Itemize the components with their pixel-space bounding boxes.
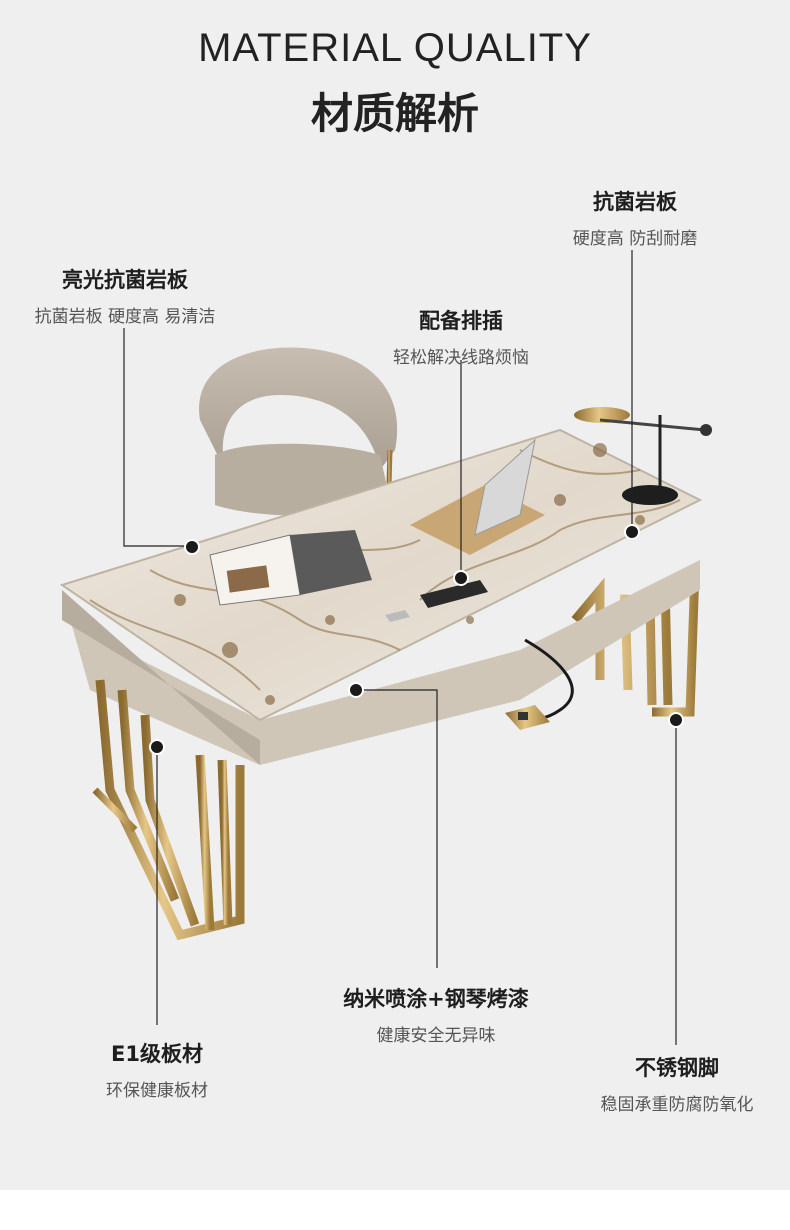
marker-glossy-slate [184, 539, 200, 555]
back-legs [571, 569, 700, 717]
callout-title: E1级板材 [111, 1042, 203, 1066]
callout-subtitle: 抗菌岩板 硬度高 易清洁 [34, 307, 216, 327]
callout-title: 不锈钢脚 [635, 1056, 719, 1080]
desk-power-strip [385, 580, 488, 622]
bottom-strip [0, 1190, 790, 1230]
marker-dots [149, 524, 684, 755]
desk-apron [62, 560, 700, 765]
callout-subtitle: 健康安全无异味 [376, 1026, 496, 1046]
callout-subtitle: 环保健康板材 [106, 1081, 208, 1101]
marker-board [149, 739, 165, 755]
callout-subtitle: 硬度高 防刮耐磨 [572, 229, 698, 249]
callout-subtitle: 轻松解决线路烦恼 [393, 348, 529, 368]
marker-slate-top [624, 524, 640, 540]
marker-power-strip [453, 570, 469, 586]
title-chinese: 材质解析 [310, 89, 479, 138]
callout-title: 亮光抗菌岩板 [62, 268, 188, 292]
callout-power-strip: 配备排插 轻松解决线路烦恼 [366, 305, 556, 368]
marble-speckles [174, 443, 645, 705]
marker-legs [668, 712, 684, 728]
marker-coating [348, 682, 364, 698]
floor-socket [505, 638, 574, 730]
callout-title: 抗菌岩板 [593, 190, 677, 214]
callout-glossy-slate: 亮光抗菌岩板 抗菌岩板 硬度高 易清洁 [10, 264, 240, 327]
callout-title: 纳米喷涂+钢琴烤漆 [343, 987, 529, 1011]
callout-title: 配备排插 [419, 309, 503, 333]
title-english: MATERIAL QUALITY [198, 26, 592, 70]
front-legs [92, 679, 245, 941]
leader-lines [123, 250, 677, 1045]
open-book [209, 530, 372, 606]
lamp [574, 407, 712, 505]
desk-top [59, 428, 703, 722]
callout-slate-top: 抗菌岩板 硬度高 防刮耐磨 [540, 186, 730, 249]
callout-legs: 不锈钢脚 稳固承重防腐防氧化 [572, 1052, 782, 1115]
laptop [410, 438, 545, 555]
callout-coating: 纳米喷涂+钢琴烤漆 健康安全无异味 [316, 983, 556, 1046]
callout-subtitle: 稳固承重防腐防氧化 [600, 1095, 754, 1115]
callout-board: E1级板材 环保健康板材 [62, 1038, 252, 1101]
